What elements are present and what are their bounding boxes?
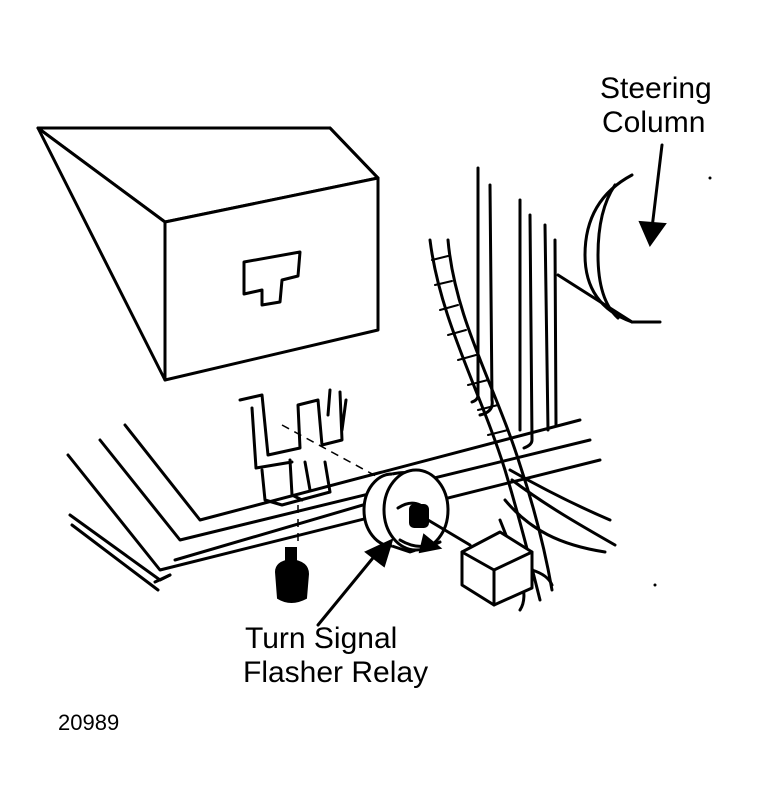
steering-column-label-line2: Column <box>602 106 706 139</box>
dash-box <box>36 126 380 382</box>
steering-column-arrow <box>638 143 667 248</box>
figure-number: 20989 <box>58 710 120 735</box>
support-bracket <box>470 166 558 450</box>
flasher-relay-body <box>362 468 450 554</box>
relay-connector <box>426 518 554 607</box>
steering-column-label-line1: Steering <box>600 72 712 105</box>
steering-column-shape <box>556 173 662 324</box>
relay-arrow <box>316 538 394 627</box>
relay-mounting-clip <box>238 388 348 507</box>
flasher-relay-label-line2: Flasher Relay <box>243 656 429 689</box>
flasher-relay-label-line1: Turn Signal <box>245 622 398 655</box>
mounting-screw <box>274 547 310 603</box>
dash-frame <box>66 418 602 592</box>
box-latch <box>242 250 302 307</box>
